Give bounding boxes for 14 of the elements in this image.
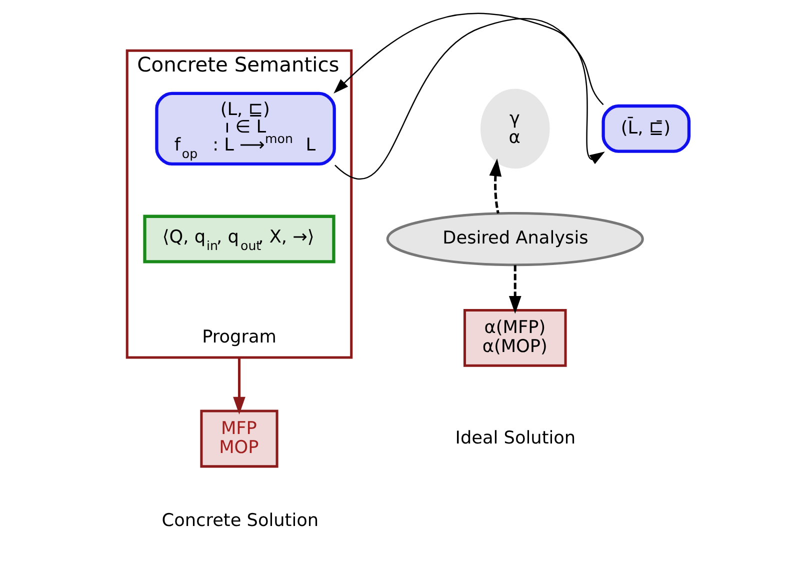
node-box: MFP MOP: [200, 410, 278, 468]
node-box: (L, ⊑) ı ∈ L f$_{op}$ : L ⟶$^{mon}$ L: [155, 92, 336, 166]
node-ellipse: Desired Analysis: [386, 212, 644, 266]
node-ellipse: γ α: [480, 88, 550, 169]
arrow: [334, 18, 605, 180]
arrow: [334, 12, 604, 106]
node-box: (L̄, ⊑̄): [602, 104, 691, 153]
node-box: α(MFP) α(MOP): [463, 308, 567, 367]
arrow: [233, 357, 246, 415]
node-label: Program: [202, 328, 276, 348]
arrow: [508, 265, 522, 314]
arrow: [489, 158, 502, 214]
node-label: Concrete Solution: [162, 510, 319, 531]
node-label: Ideal Solution: [455, 428, 576, 448]
